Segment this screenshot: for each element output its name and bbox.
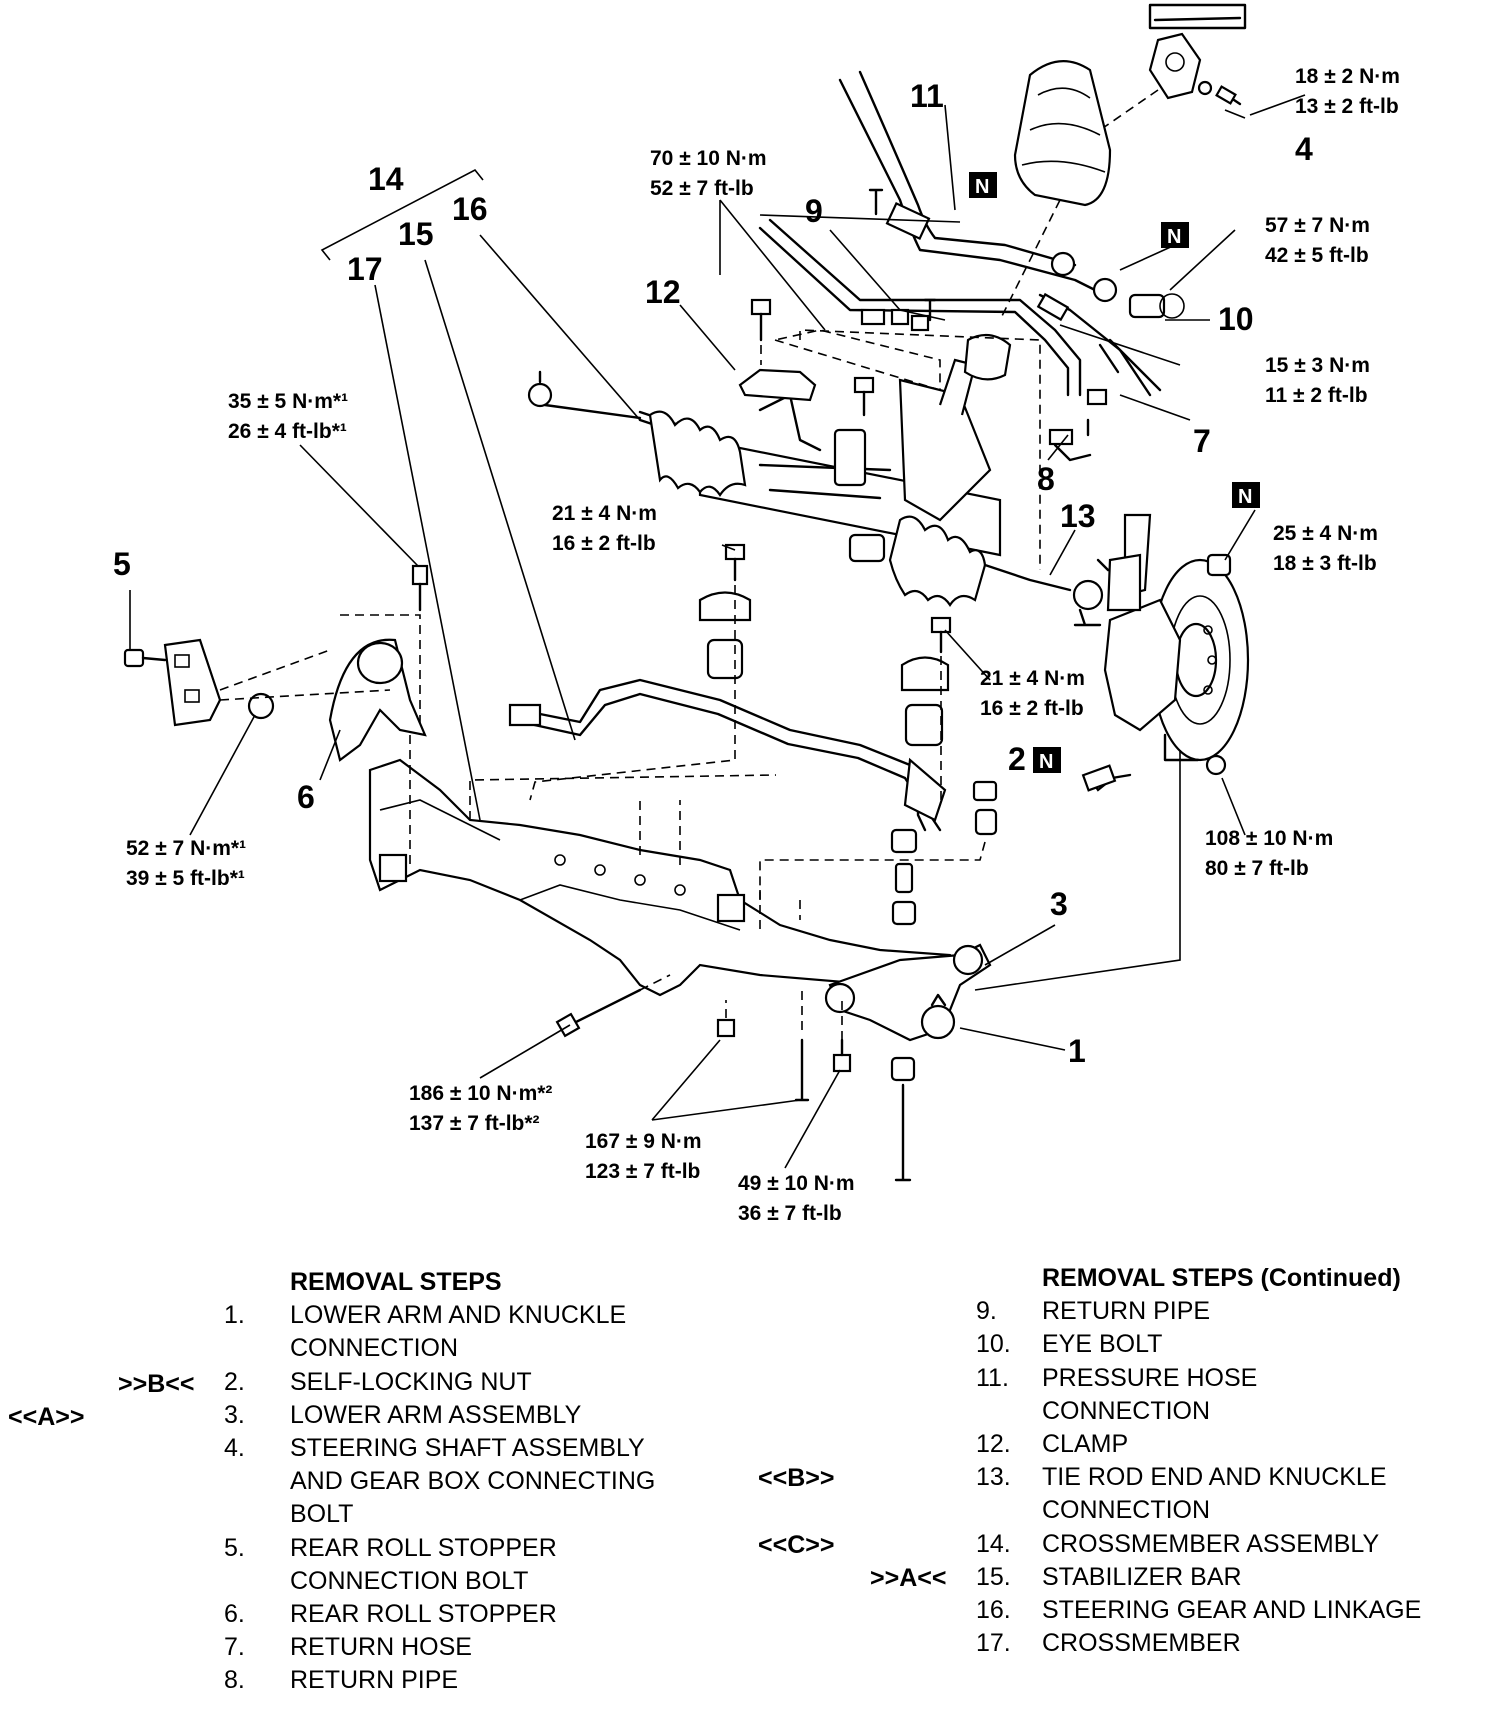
callout-15: 15 — [398, 216, 434, 252]
torque-spec-nm: 25 ± 4 N·m — [1273, 522, 1378, 545]
svg-text:N: N — [1039, 751, 1053, 773]
list-item: 7.RETURN HOSE — [224, 1633, 472, 1662]
steering-gear-drawing — [527, 333, 1104, 627]
torque-spec-nm: 186 ± 10 N·m*² — [409, 1082, 552, 1105]
new-part-mark: N — [1033, 747, 1061, 773]
list-item: 3.LOWER ARM ASSEMBLY — [224, 1400, 582, 1429]
list-item: 8.RETURN PIPE — [224, 1666, 459, 1695]
torque-spec-nm: 52 ± 7 N·m*¹ — [126, 837, 246, 860]
gear-bolts-drawing — [738, 298, 1041, 570]
stabilizer-link-drawing — [759, 780, 998, 1182]
removal-steps-heading: REMOVAL STEPS — [290, 1268, 502, 1296]
callout-9: 9 — [805, 193, 823, 229]
crossmember-drawing — [368, 720, 962, 997]
torque-spec-nm: 108 ± 10 N·m — [1205, 827, 1333, 850]
svg-text:N: N — [1167, 226, 1181, 248]
torque-spec-nm: 57 ± 7 N·m — [1265, 214, 1370, 237]
torque-spec-ftlb: 36 ± 7 ft-lb — [738, 1202, 842, 1225]
callout-5: 5 — [113, 546, 131, 582]
torque-spec-ftlb: 123 ± 7 ft-lb — [585, 1160, 700, 1183]
callout-numbers: 11 4 14 16 15 17 9 12 10 7 8 13 5 6 2 3 … — [113, 78, 1313, 1069]
callout-17: 17 — [347, 251, 383, 287]
procedure-mark: >>A<< — [870, 1564, 947, 1592]
torque-spec-nm: 18 ± 2 N·m — [1295, 65, 1400, 88]
leader-lines — [129, 94, 1306, 1169]
new-part-mark: N — [1232, 482, 1260, 508]
removal-steps-list-continued: REMOVAL STEPS (Continued) 9.RETURN PIPE … — [976, 1262, 1496, 1660]
list-item: 11.PRESSURE HOSE CONNECTION — [976, 1363, 1258, 1425]
torque-spec-nm: 21 ± 4 N·m — [980, 667, 1085, 690]
callout-12: 12 — [645, 274, 681, 310]
list-item: 6.REAR ROLL STOPPER — [224, 1600, 557, 1629]
torque-spec-nm: 49 ± 10 N·m — [738, 1172, 855, 1195]
removal-steps-heading-continued: REMOVAL STEPS (Continued) — [1042, 1264, 1401, 1292]
knuckle-hub-drawing — [974, 513, 1250, 991]
torque-spec-ftlb: 26 ± 4 ft-lb*¹ — [228, 420, 347, 443]
torque-spec-ftlb: 52 ± 7 ft-lb — [650, 177, 754, 200]
torque-spec-ftlb: 13 ± 2 ft-lb — [1295, 95, 1399, 118]
torque-specs: 18 ± 2 N·m 13 ± 2 ft-lb 70 ± 10 N·m 52 ±… — [126, 65, 1400, 1225]
callout-1: 1 — [1068, 1033, 1086, 1069]
new-part-mark: N — [969, 172, 997, 198]
torque-spec-ftlb: 42 ± 5 ft-lb — [1265, 244, 1369, 267]
torque-spec-nm: 15 ± 3 N·m — [1265, 354, 1370, 377]
procedure-mark: <<B>> — [758, 1464, 835, 1492]
bottom-bolts-drawing — [555, 764, 1117, 1102]
list-item: 12.CLAMP — [976, 1430, 1129, 1459]
list-item: 4.STEERING SHAFT ASSEMBLY AND GEAR BOX C… — [224, 1434, 656, 1529]
torque-spec-ftlb: 137 ± 7 ft-lb*² — [409, 1112, 540, 1135]
torque-spec-nm: 35 ± 5 N·m*¹ — [228, 390, 348, 413]
callout-4: 4 — [1295, 131, 1313, 167]
new-part-mark: N — [1161, 222, 1189, 248]
callout-6: 6 — [297, 779, 315, 815]
new-part-marks: N N N N — [969, 172, 1260, 773]
list-item: 15.STABILIZER BAR — [976, 1562, 1242, 1591]
torque-spec-ftlb: 11 ± 2 ft-lb — [1265, 384, 1368, 407]
callout-16: 16 — [452, 191, 488, 227]
torque-spec-ftlb: 80 ± 7 ft-lb — [1205, 857, 1309, 880]
list-item: 1.LOWER ARM AND KNUCKLE CONNECTION — [224, 1301, 627, 1363]
callout-7: 7 — [1193, 423, 1211, 459]
callout-13: 13 — [1060, 498, 1096, 534]
stabilizer-bar-drawing — [508, 543, 952, 832]
pressure-hose-drawing — [838, 70, 1185, 319]
torque-spec-ftlb: 39 ± 5 ft-lb*¹ — [126, 867, 245, 890]
procedure-mark: <<C>> — [758, 1531, 835, 1559]
list-item: 9.RETURN PIPE — [976, 1297, 1211, 1326]
exploded-view-diagram: 11 4 14 16 15 17 9 12 10 7 8 13 5 6 2 3 … — [113, 3, 1400, 1225]
procedure-mark: >>B<< — [118, 1370, 195, 1398]
torque-spec-ftlb: 18 ± 3 ft-lb — [1273, 552, 1377, 575]
svg-text:N: N — [975, 176, 989, 198]
list-item: 17.CROSSMEMBER — [976, 1629, 1241, 1658]
return-pipes-drawing — [758, 188, 1162, 462]
torque-spec-ftlb: 16 ± 2 ft-lb — [980, 697, 1084, 720]
callout-8: 8 — [1037, 461, 1055, 497]
callout-3: 3 — [1050, 886, 1068, 922]
torque-spec-nm: 70 ± 10 N·m — [650, 147, 767, 170]
callout-10: 10 — [1218, 301, 1254, 337]
lower-arm-drawing — [824, 943, 992, 1042]
callout-11: 11 — [910, 78, 944, 114]
procedure-mark: <<A>> — [8, 1403, 85, 1431]
roll-stopper-drawing — [123, 564, 429, 762]
list-item: 13.TIE ROD END AND KNUCKLE CONNECTION — [976, 1463, 1387, 1525]
torque-spec-nm: 21 ± 4 N·m — [552, 502, 657, 525]
steering-shaft-drawing — [1099, 3, 1247, 131]
torque-spec-ftlb: 16 ± 2 ft-lb — [552, 532, 656, 555]
callout-14: 14 — [368, 161, 404, 197]
torque-spec-nm: 167 ± 9 N·m — [585, 1130, 702, 1153]
removal-steps-list: REMOVAL STEPS 1.LOWER ARM AND KNUCKLE CO… — [224, 1266, 744, 1698]
callout-2: 2 — [1008, 741, 1026, 777]
svg-text:N: N — [1238, 486, 1252, 508]
list-item: 10.EYE BOLT — [976, 1330, 1163, 1359]
list-item: 2.SELF-LOCKING NUT — [224, 1367, 532, 1396]
list-item: 16.STEERING GEAR AND LINKAGE — [976, 1596, 1422, 1625]
bracket-14 — [320, 168, 484, 261]
list-item: 14.CROSSMEMBER ASSEMBLY — [976, 1529, 1380, 1558]
list-item: 5.REAR ROLL STOPPER CONNECTION BOLT — [224, 1533, 557, 1595]
dust-cover-drawing — [999, 60, 1112, 321]
